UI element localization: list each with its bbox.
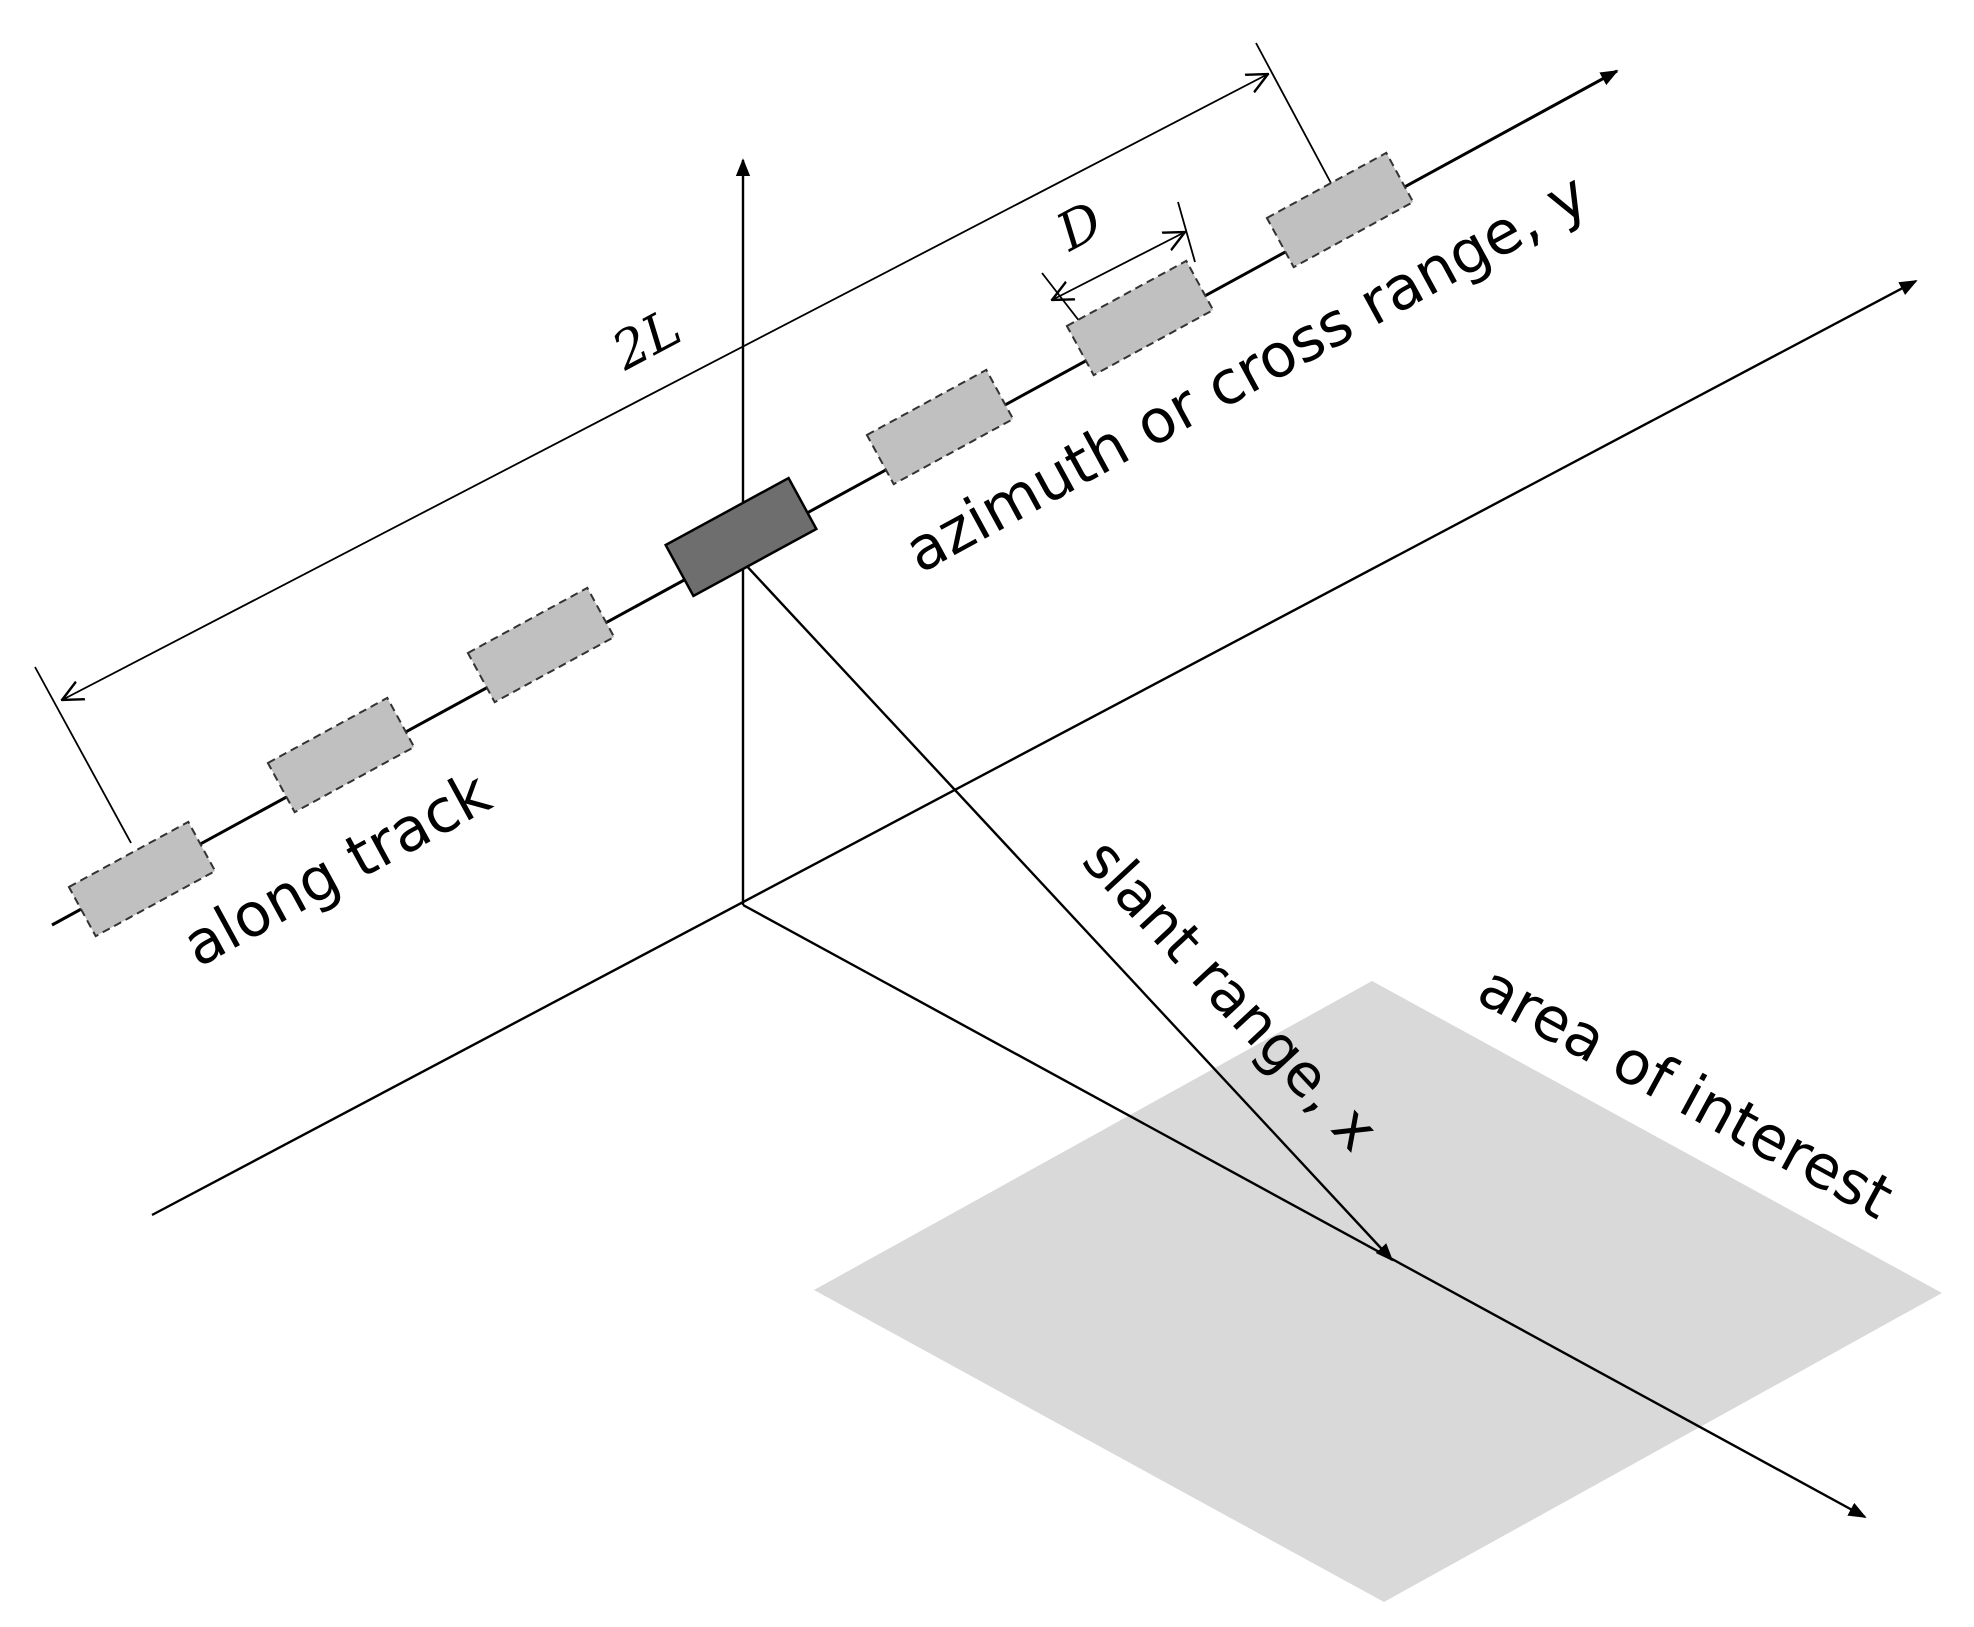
dimension-d-arrow xyxy=(1052,232,1185,300)
dimension-2l-extension-left xyxy=(34,666,132,844)
label-along-track: along track xyxy=(172,758,503,981)
antenna-position-1 xyxy=(67,820,217,938)
antenna-position-6 xyxy=(1065,259,1215,377)
antenna-position-3 xyxy=(466,586,616,704)
antenna-position-5 xyxy=(865,368,1015,486)
antenna-active xyxy=(663,476,819,598)
dimension-2l-extension-right xyxy=(1255,42,1333,186)
area-of-interest-region xyxy=(814,981,1942,1602)
label-d: D xyxy=(1047,191,1113,264)
antenna-position-2 xyxy=(266,696,416,814)
dimension-d-extension-right xyxy=(1177,201,1196,263)
dimension-d-extension-left xyxy=(1041,272,1081,323)
label-2l: 2L xyxy=(602,298,691,383)
ground-track-line xyxy=(151,279,1918,1217)
antenna-position-7 xyxy=(1265,151,1415,269)
range-axis xyxy=(742,903,1867,1519)
dimension-2l-arrow xyxy=(62,74,1268,700)
antenna-positions xyxy=(67,151,1415,938)
label-azimuth-axis: azimuth or cross range, y xyxy=(894,159,1599,587)
